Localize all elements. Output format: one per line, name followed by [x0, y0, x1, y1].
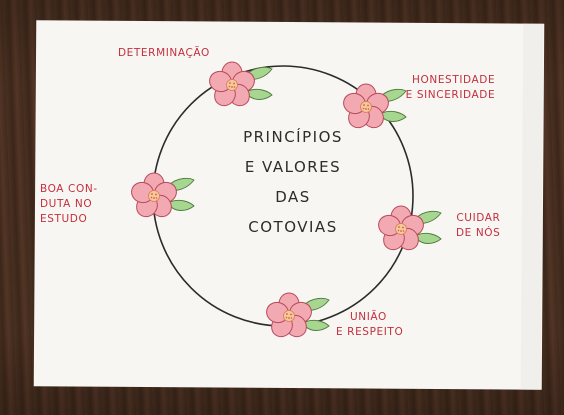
- title-line: E VALORES: [244, 158, 342, 176]
- poster-title: PRINCÍPIOS E VALORES DAS COTOVIAS: [208, 122, 378, 242]
- value-label-determinacao: DETERMINAÇÃO: [118, 47, 210, 59]
- value-label-boa-conduta: BOA CON- DUTA NO ESTUDO: [40, 183, 98, 225]
- title-line: COTOVIAS: [248, 218, 338, 236]
- paper-sheet: [33, 20, 545, 390]
- title-line: PRINCÍPIOS: [243, 128, 343, 146]
- value-label-honestidade: HONESTIDADE E SINCERIDADE: [405, 74, 496, 101]
- title-line: DAS: [275, 188, 311, 206]
- value-label-cuidar: CUIDAR DE NÓS: [456, 212, 501, 239]
- value-label-uniao: UNIÃO E RESPEITO: [336, 311, 404, 338]
